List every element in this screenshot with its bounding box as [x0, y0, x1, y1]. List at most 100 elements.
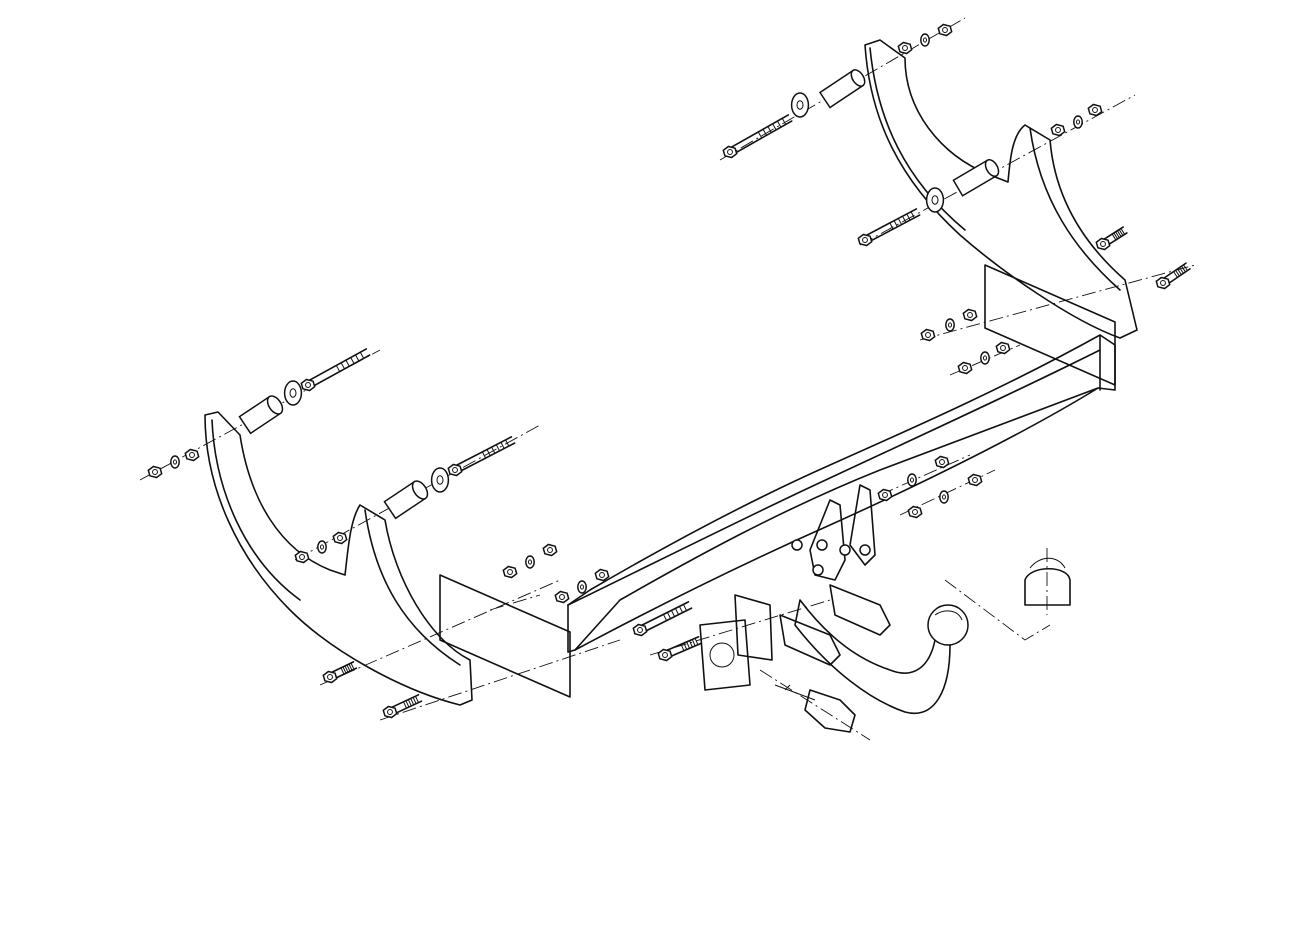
- bolt-thread: [1116, 230, 1122, 237]
- hex-nut: [957, 361, 973, 375]
- mount-hole: [812, 564, 824, 576]
- bolt-thread: [486, 449, 491, 456]
- hex-nut: [657, 648, 673, 662]
- tow-ball-neck: [794, 599, 969, 715]
- bolt-thread: [772, 123, 777, 131]
- nut-hole: [1000, 345, 1006, 351]
- nut-hole: [547, 547, 553, 553]
- bolt-thread: [902, 215, 907, 223]
- washer: [283, 380, 303, 406]
- nut-hole: [305, 382, 311, 388]
- bolt-thread: [405, 700, 410, 708]
- bolt-thread: [481, 451, 487, 459]
- main-cross-beam: [439, 264, 1116, 698]
- bolt-thread: [403, 701, 407, 709]
- washer-hole: [320, 544, 324, 550]
- bolt-thread: [335, 365, 341, 372]
- bolt-thread: [678, 606, 684, 613]
- hex-nut: [897, 41, 913, 55]
- washer: [577, 580, 587, 594]
- bolt-shank: [862, 208, 921, 244]
- bolt-thread: [767, 126, 772, 133]
- bolt-thread: [689, 640, 693, 648]
- bolt-thread: [1173, 271, 1178, 278]
- hex-nut: [554, 590, 570, 604]
- spacer-end: [411, 480, 429, 500]
- fasteners: [147, 23, 1191, 719]
- hex-nut: [447, 463, 463, 477]
- washer-hole: [173, 459, 177, 465]
- bolt-thread: [670, 610, 676, 617]
- hex-nut: [594, 568, 610, 582]
- washer: [1073, 115, 1083, 129]
- spacer-end: [984, 159, 1000, 177]
- bolt-thread: [495, 444, 500, 452]
- washer: [980, 351, 990, 365]
- hex-nut: [184, 448, 200, 462]
- bolt-thread: [355, 354, 360, 362]
- bolt-thread: [889, 222, 894, 230]
- hex-nut: [857, 233, 873, 247]
- hex-nut: [1095, 237, 1111, 251]
- bolt-thread: [1115, 231, 1120, 238]
- nut-hole: [662, 652, 668, 658]
- bolt-thread: [683, 642, 688, 650]
- nut-hole: [967, 312, 973, 318]
- hex-nut: [382, 705, 398, 719]
- washer: [945, 318, 955, 332]
- nut-hole: [912, 509, 918, 515]
- bolt-thread: [346, 664, 351, 672]
- washer: [939, 490, 949, 504]
- spacer-end: [850, 69, 866, 87]
- bolt-thread: [1113, 232, 1119, 240]
- hex-nut: [542, 543, 558, 557]
- mount-hole: [839, 544, 851, 556]
- bolt-thread: [674, 608, 680, 615]
- hex-nut: [322, 670, 338, 684]
- hex-nut: [962, 308, 978, 322]
- bolt-thread: [682, 604, 688, 611]
- nut-hole: [299, 554, 305, 560]
- nut-hole: [942, 27, 948, 33]
- hex-nut: [147, 465, 163, 479]
- hex-nut: [632, 623, 648, 637]
- bolt-thread: [340, 667, 345, 675]
- bolt-thread: [415, 696, 419, 703]
- bolt-thread: [762, 128, 767, 136]
- washer: [790, 92, 810, 118]
- washer-hole: [580, 584, 584, 590]
- washer-hole: [528, 559, 532, 565]
- bolt-shank: [305, 348, 371, 389]
- bolt-thread: [340, 362, 345, 370]
- hex-nut: [995, 341, 1011, 355]
- washer: [430, 467, 450, 493]
- bolt-thread: [1120, 228, 1126, 235]
- nut-hole: [452, 467, 458, 473]
- washer: [170, 455, 180, 469]
- nut-hole: [925, 332, 931, 338]
- nut-hole: [902, 45, 908, 51]
- bolt-thread: [897, 218, 903, 225]
- nut-hole: [1092, 107, 1098, 113]
- hex-nut: [300, 378, 316, 392]
- mount-hole: [816, 539, 828, 551]
- bolt-thread: [1179, 267, 1184, 274]
- bolt-thread: [1177, 268, 1182, 275]
- bolt-thread: [350, 357, 355, 364]
- hex-nut: [1155, 276, 1171, 290]
- nut-hole: [387, 709, 393, 715]
- nut-hole: [637, 627, 643, 633]
- right-side-bracket: [864, 39, 1138, 339]
- washer: [920, 33, 930, 47]
- bolt-thread: [777, 120, 782, 128]
- left-side-bracket: [204, 411, 473, 706]
- washer-hole: [948, 322, 952, 328]
- bolt-thread: [359, 351, 365, 359]
- nut-hole: [862, 237, 868, 243]
- washer-hole: [931, 195, 939, 205]
- bolt-thread: [500, 442, 505, 449]
- spacer-end: [266, 395, 284, 415]
- nut-hole: [152, 469, 158, 475]
- washer-hole: [983, 355, 987, 361]
